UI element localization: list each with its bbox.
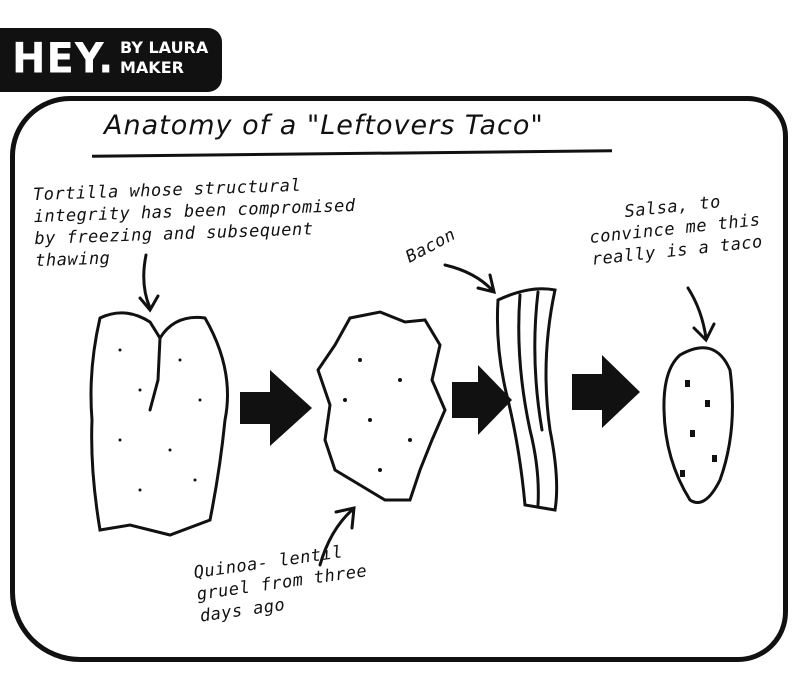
arrow-1 — [240, 370, 312, 446]
salsa-arrow — [686, 286, 716, 343]
arrow-2 — [452, 365, 512, 435]
panel-title: Anatomy of a "Leftovers Taco" — [104, 110, 544, 141]
salsa-drawing — [662, 346, 734, 504]
logo-byline: BY LAURA MAKER — [120, 38, 209, 77]
gruel-drawing — [316, 310, 447, 502]
comic-logo: HEY. BY LAURA MAKER — [0, 28, 222, 92]
logo-title: HEY. — [12, 34, 115, 84]
comic-panel — [10, 96, 788, 662]
big-arrows — [240, 355, 640, 446]
bacon-drawing — [495, 287, 559, 512]
tortilla-drawing — [89, 311, 229, 537]
arrow-3 — [572, 355, 640, 428]
bacon-arrow — [443, 263, 497, 295]
tortilla-arrow — [138, 253, 160, 313]
texture-dots — [118, 348, 717, 492]
gruel-arrow — [318, 506, 356, 567]
